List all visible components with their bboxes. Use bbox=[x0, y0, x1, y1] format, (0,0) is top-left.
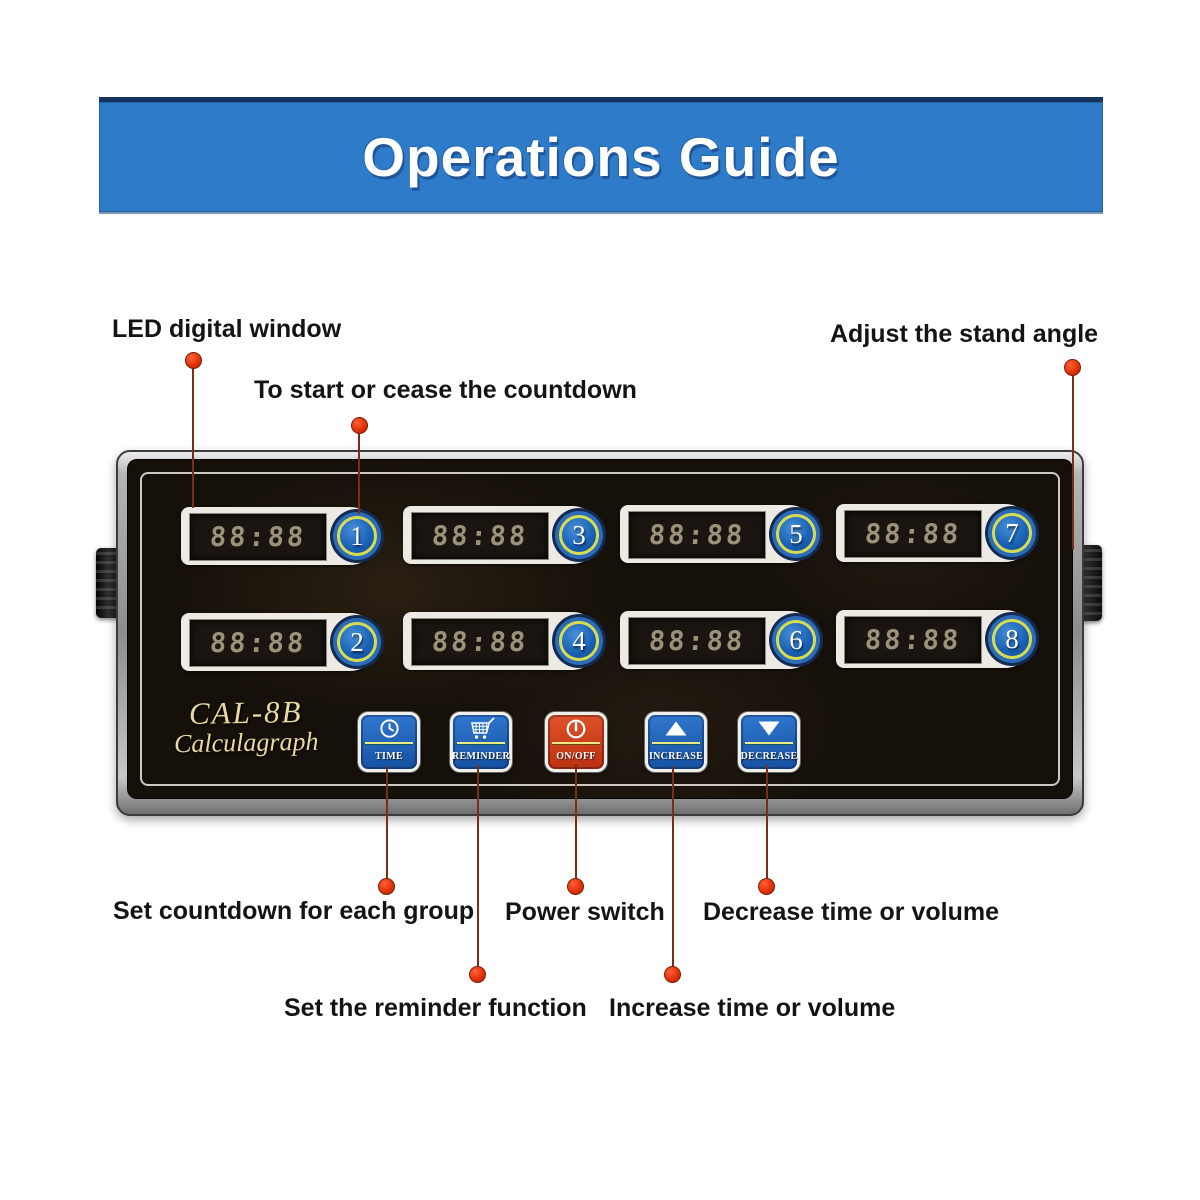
channel-button-4[interactable]: 4 bbox=[559, 621, 599, 661]
triangle-down-icon bbox=[741, 715, 797, 742]
button-separator bbox=[457, 742, 505, 744]
label-set-countdown: Set countdown for each group bbox=[113, 897, 475, 925]
led-digital-window: 88:88 bbox=[411, 618, 549, 666]
brand-model: CAL-8B bbox=[188, 694, 303, 731]
led-digital-window: 88:88 bbox=[189, 513, 327, 561]
callout-dot-decrease-button bbox=[758, 878, 775, 895]
channel-button-6[interactable]: 6 bbox=[776, 620, 816, 660]
label-led-digital-window: LED digital window bbox=[112, 315, 342, 343]
label-set-reminder: Set the reminder function bbox=[284, 994, 587, 1022]
led-digits: 88:88 bbox=[208, 521, 308, 553]
led-digits: 88:88 bbox=[430, 520, 530, 552]
led-digits: 88:88 bbox=[863, 518, 963, 550]
callout-dot-reminder-button bbox=[469, 966, 486, 983]
power-button[interactable]: ON/OFF bbox=[545, 712, 607, 772]
led-digital-window: 88:88 bbox=[189, 619, 327, 667]
channel-button-8[interactable]: 8 bbox=[992, 619, 1032, 659]
label-increase-time: Increase time or volume bbox=[609, 994, 896, 1022]
led-digits: 88:88 bbox=[647, 625, 747, 657]
timer-group-1: 88:88 1 bbox=[181, 505, 381, 567]
led-digital-window: 88:88 bbox=[844, 616, 982, 664]
panel-border-line bbox=[140, 472, 1060, 786]
led-digits: 88:88 bbox=[430, 626, 530, 658]
timer-group-2: 88:88 2 bbox=[181, 611, 381, 673]
channel-button-3[interactable]: 3 bbox=[559, 515, 599, 555]
led-digits: 88:88 bbox=[208, 627, 308, 659]
button-separator bbox=[652, 742, 700, 744]
button-separator bbox=[552, 742, 600, 744]
callout-dot-start-cease bbox=[351, 417, 368, 434]
callout-line-reminder-button bbox=[477, 764, 479, 968]
channel-button-5[interactable]: 5 bbox=[776, 514, 816, 554]
callout-line-start-cease bbox=[358, 430, 360, 514]
led-digital-window: 88:88 bbox=[411, 512, 549, 560]
callout-line-time-button bbox=[386, 766, 388, 880]
label-start-cease-countdown: To start or cease the countdown bbox=[254, 376, 637, 404]
callout-dot-increase-button bbox=[664, 966, 681, 983]
led-digits: 88:88 bbox=[647, 519, 747, 551]
time-button[interactable]: TIME bbox=[358, 712, 420, 772]
channel-button-2[interactable]: 2 bbox=[337, 622, 377, 662]
triangle-up-icon bbox=[648, 715, 704, 742]
page-title: Operations Guide bbox=[362, 126, 840, 188]
callout-dot-time-button bbox=[378, 878, 395, 895]
timer-group-6: 88:88 6 bbox=[620, 609, 820, 671]
callout-dot-power-button bbox=[567, 878, 584, 895]
brand-text: CAL-8B Calculagraph bbox=[149, 694, 342, 759]
cart-icon bbox=[453, 715, 509, 742]
callout-dot-stand-angle bbox=[1064, 359, 1081, 376]
brand-name: Calculagraph bbox=[173, 726, 319, 759]
callout-line-power-button bbox=[575, 764, 577, 880]
label-power-switch: Power switch bbox=[505, 898, 665, 926]
increase-button[interactable]: INCREASE bbox=[645, 712, 707, 772]
led-digital-window: 88:88 bbox=[628, 511, 766, 559]
decrease-button[interactable]: DECREASE bbox=[738, 712, 800, 772]
reminder-button[interactable]: REMINDER bbox=[450, 712, 512, 772]
button-separator bbox=[365, 742, 413, 744]
callout-line-decrease-button bbox=[766, 764, 768, 880]
power-icon bbox=[548, 715, 604, 742]
led-digital-window: 88:88 bbox=[628, 617, 766, 665]
channel-button-7[interactable]: 7 bbox=[992, 513, 1032, 553]
clock-icon bbox=[361, 715, 417, 742]
led-digits: 88:88 bbox=[863, 624, 963, 656]
label-adjust-stand-angle: Adjust the stand angle bbox=[830, 320, 1099, 348]
callout-line-increase-button bbox=[672, 766, 674, 968]
callout-line-stand-angle bbox=[1072, 372, 1074, 550]
timer-group-7: 88:88 7 bbox=[836, 502, 1036, 564]
callout-dot-led-window bbox=[185, 352, 202, 369]
timer-group-3: 88:88 3 bbox=[403, 504, 603, 566]
callout-line-led-window bbox=[192, 366, 194, 508]
label-decrease-time: Decrease time or volume bbox=[703, 898, 999, 926]
timer-group-5: 88:88 5 bbox=[620, 503, 820, 565]
banner: Operations Guide bbox=[99, 97, 1103, 214]
led-digital-window: 88:88 bbox=[844, 510, 982, 558]
timer-group-4: 88:88 4 bbox=[403, 610, 603, 672]
timer-group-8: 88:88 8 bbox=[836, 608, 1036, 670]
button-separator bbox=[745, 742, 793, 744]
channel-button-1[interactable]: 1 bbox=[337, 516, 377, 556]
